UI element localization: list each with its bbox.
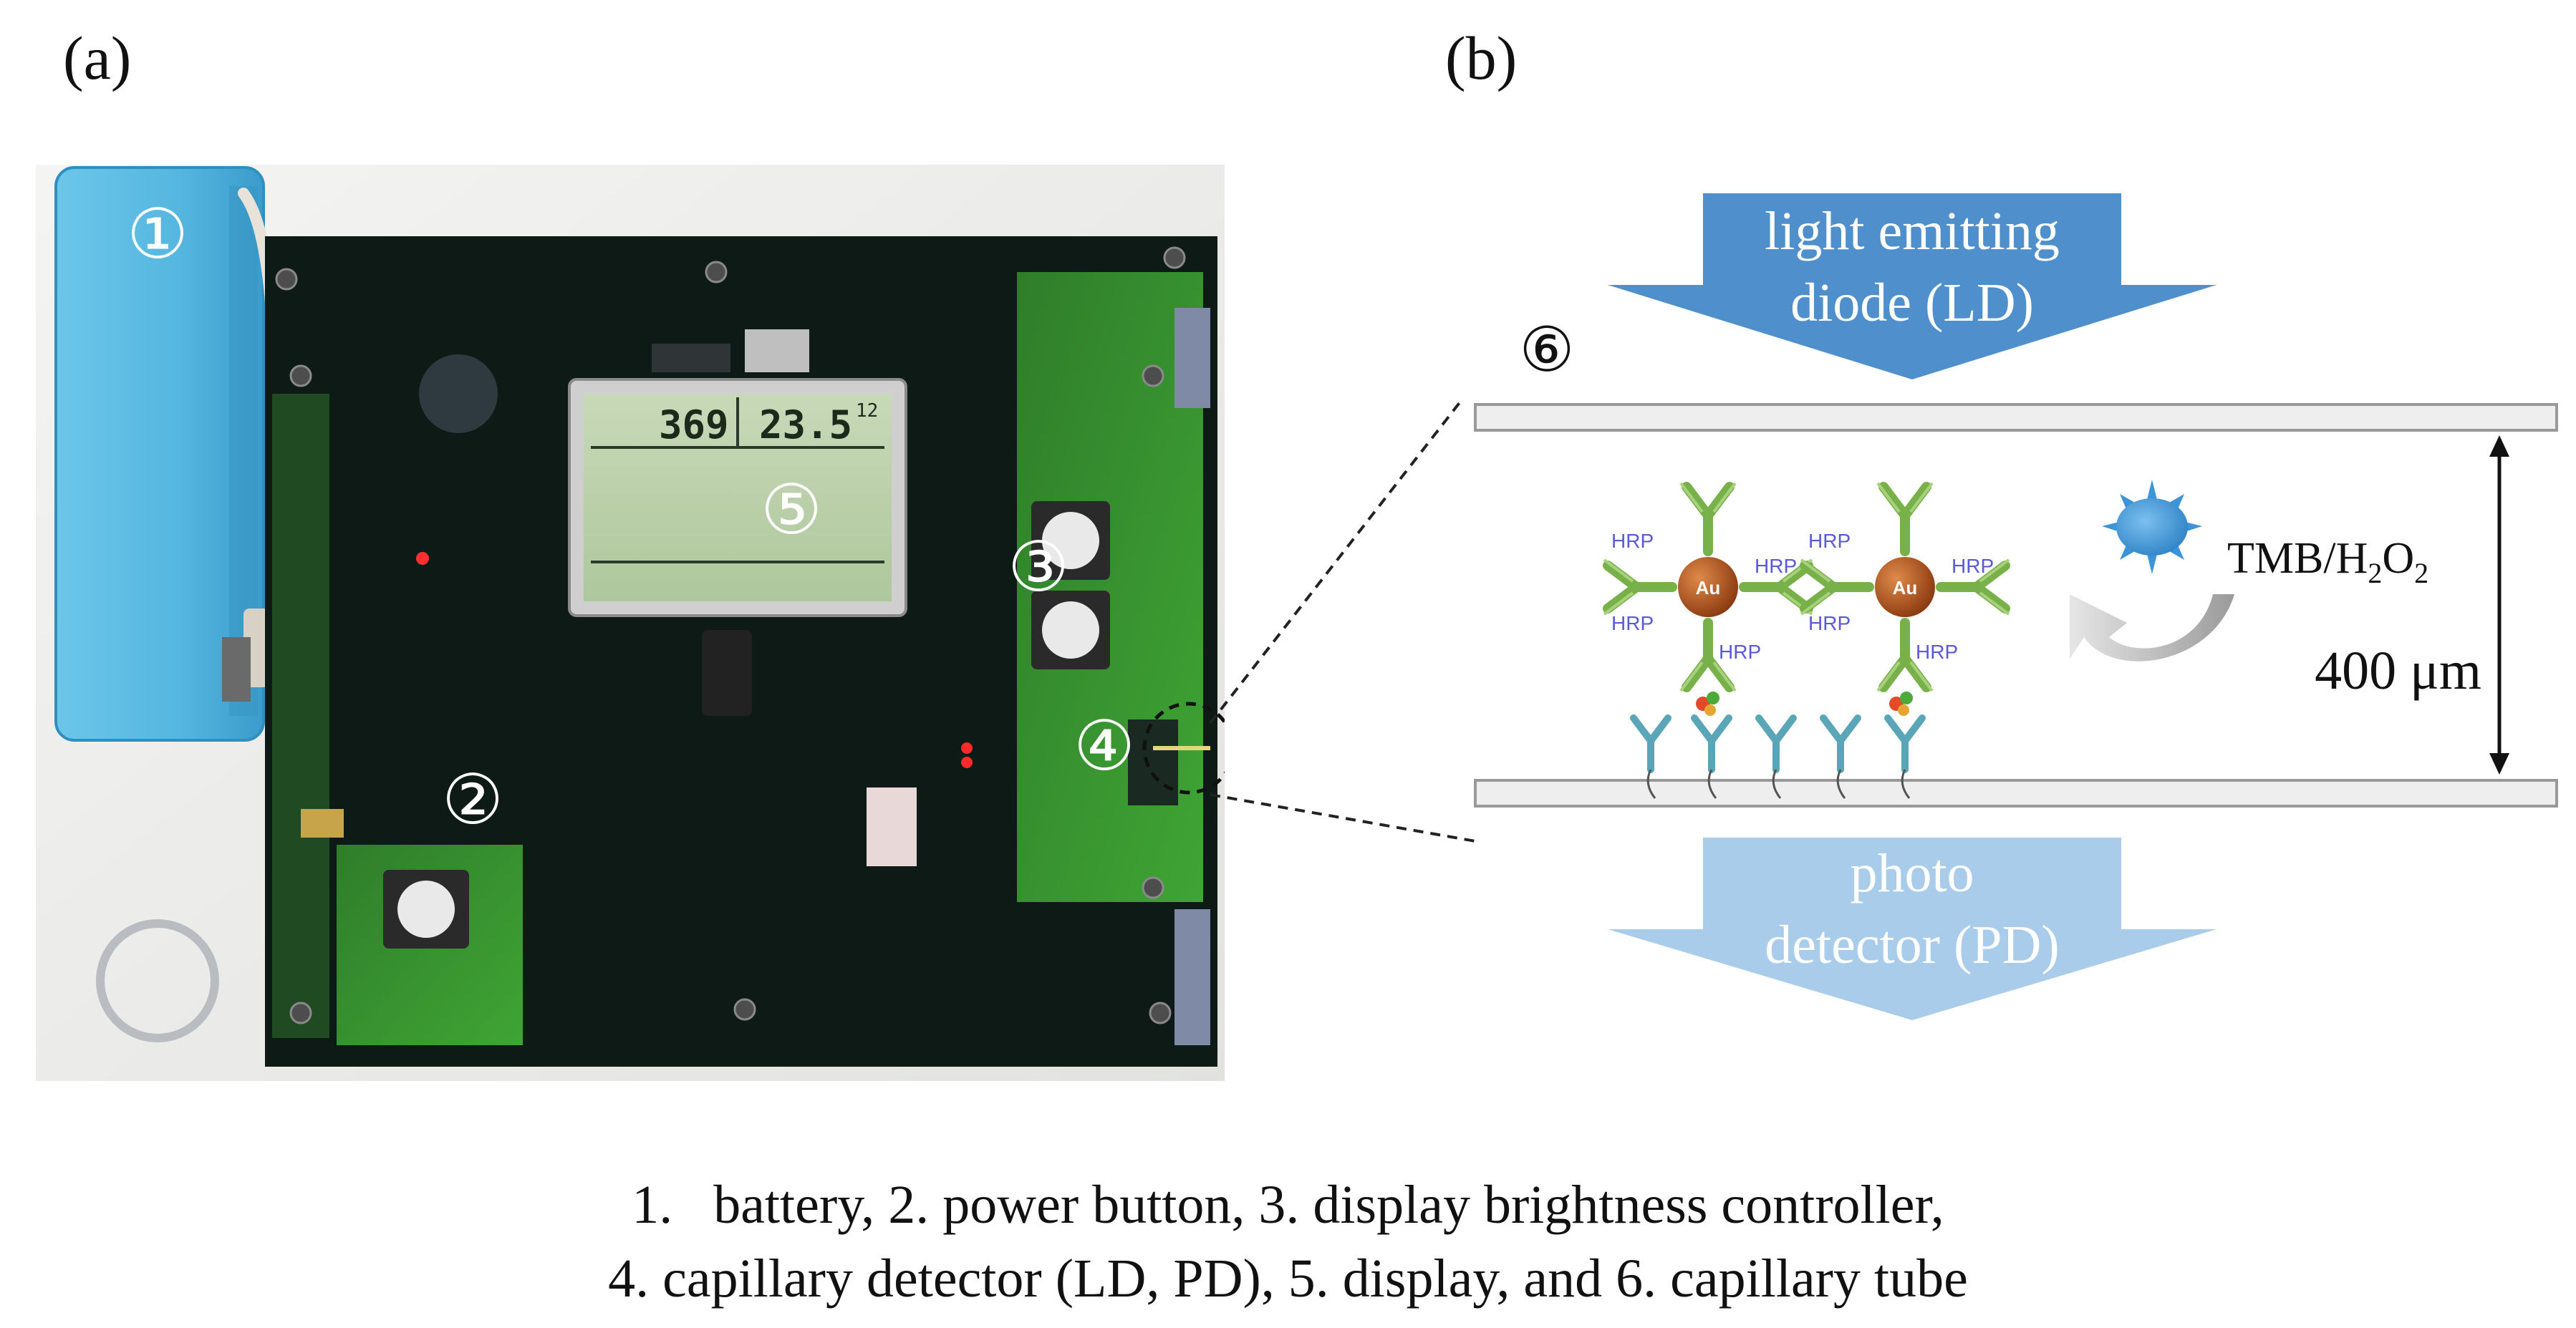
nanoparticle-label-2: Au xyxy=(1893,577,1918,598)
gap-label: 400 μm xyxy=(2315,641,2481,701)
caption-line-1: 1. battery, 2. power button, 3. display … xyxy=(632,1175,1944,1235)
marker-display: ⑤ xyxy=(761,472,822,548)
marker-brightness: ③ xyxy=(1008,529,1069,606)
marker-battery: ① xyxy=(127,196,188,273)
gold-conjugate-1: Au HRP HRP HRP HRP xyxy=(1604,483,1812,691)
light-source-label-line1: light emitting xyxy=(1765,201,2060,261)
panel-a-label: (a) xyxy=(63,24,132,92)
gold-conjugate-2: Au HRP HRP HRP HRP xyxy=(1801,483,2009,691)
reaction-curved-arrow xyxy=(2070,594,2234,661)
light-source-arrow: light emitting diode (LD) xyxy=(1608,193,2216,379)
device-photo: 369 23.5 12 ① ② ③ ④ ⑤ xyxy=(36,165,1225,1081)
detector-label-line1: photo xyxy=(1850,843,1974,903)
keyring xyxy=(96,919,219,1042)
brightness-buttons xyxy=(1031,501,1110,669)
reagent-label: TMB/H2O2 xyxy=(2227,534,2428,589)
nanoparticle-label-1: Au xyxy=(1696,577,1721,598)
lcd-value-right: 23.5 xyxy=(759,402,852,447)
light-source-label-line2: diode (LD) xyxy=(1790,273,2034,333)
capillary-detector xyxy=(1128,702,1225,805)
gap-dimension-arrow xyxy=(2489,435,2509,775)
caption-line-2: 4. capillary detector (LD, PD), 5. displ… xyxy=(608,1249,1968,1309)
lcd-display: 369 23.5 12 xyxy=(568,378,907,617)
hrp-label: HRP xyxy=(1808,530,1851,552)
detector-label-line2: detector (PD) xyxy=(1765,915,2060,975)
oxidized-product-icon xyxy=(2102,480,2202,574)
capillary-top-wall xyxy=(1474,403,2558,432)
hrp-label: HRP xyxy=(1755,555,1797,577)
hrp-label: HRP xyxy=(1611,530,1654,552)
hrp-label: HRP xyxy=(1808,612,1851,634)
hrp-label: HRP xyxy=(1952,555,1994,577)
marker-power-button: ② xyxy=(442,762,503,838)
antigens xyxy=(1696,692,1913,716)
marker-capillary-detector: ④ xyxy=(1074,708,1135,785)
power-button xyxy=(383,870,469,949)
detector-arrow: photo detector (PD) xyxy=(1608,838,2216,1020)
hrp-label: HRP xyxy=(1719,641,1761,663)
lcd-value-left: 369 xyxy=(659,402,729,447)
hrp-label: HRP xyxy=(1916,641,1958,663)
hrp-label: HRP xyxy=(1611,612,1654,634)
capillary-bottom-wall xyxy=(1474,779,2558,808)
capillary-schematic: light emitting diode (LD) ⑥ 400 μm Au xyxy=(1474,193,2558,1020)
panel-b-label: (b) xyxy=(1445,24,1518,92)
marker-capillary-tube: ⑥ xyxy=(1519,316,1574,384)
lcd-superscript: 12 xyxy=(856,400,878,422)
